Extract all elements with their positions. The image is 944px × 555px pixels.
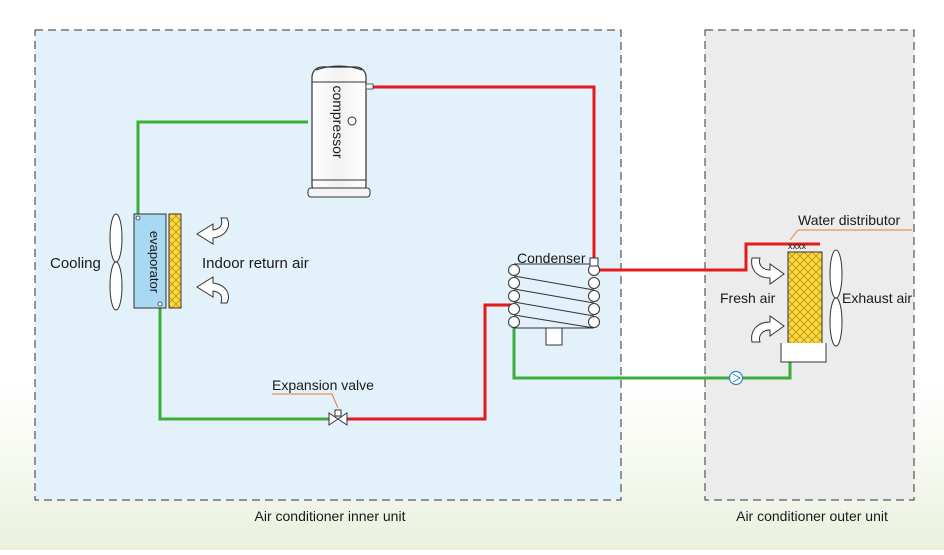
evaporator-label: evaporator (147, 231, 162, 294)
condenser-label: Condenser (517, 250, 586, 266)
fan-icon (109, 213, 123, 311)
inner-unit-label: Air conditioner inner unit (255, 508, 406, 524)
evaporator-pad (168, 213, 182, 309)
fan-icon (829, 249, 843, 347)
indoor-return-air-label: Indoor return air (202, 255, 309, 272)
water-nozzles: xxxx (788, 241, 807, 251)
pump-icon (728, 370, 744, 386)
compressor: compressor (307, 65, 374, 198)
cold-refrigerant-line (136, 120, 792, 421)
curved-arrow-icon (751, 315, 785, 343)
condenser (508, 257, 600, 346)
exhaust-air-label: Exhaust air (842, 290, 912, 306)
water-tank (780, 343, 827, 363)
curved-arrow-icon (196, 217, 229, 245)
hot-refrigerant-line (346, 85, 820, 421)
cooling-label: Cooling (50, 255, 101, 272)
compressor-label: compressor (330, 85, 346, 158)
evaporator: evaporator (133, 213, 167, 309)
cooling-pad (787, 251, 823, 345)
expansion-valve-label: Expansion valve (272, 377, 374, 393)
curved-arrow-icon (196, 276, 229, 304)
outer-unit-label: Air conditioner outer unit (736, 508, 888, 524)
valve-icon (328, 409, 348, 426)
water-distributor-label: Water distributor (798, 212, 901, 228)
fresh-air-label: Fresh air (720, 290, 776, 306)
curved-arrow-icon (751, 257, 785, 285)
